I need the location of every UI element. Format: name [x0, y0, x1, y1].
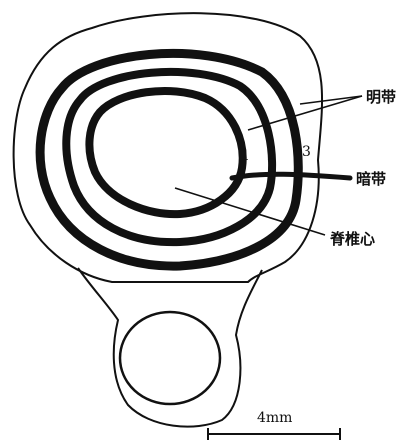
ring-number-2: 2 — [267, 148, 276, 164]
light-band-pointer-2 — [300, 96, 362, 104]
dark-band-label: 暗带 — [356, 170, 386, 188]
neural-canal — [120, 312, 220, 404]
scale-bar-label: 4mm — [257, 410, 292, 426]
vertebral-center-label: 脊椎心 — [329, 230, 375, 248]
ring-number-3: 3 — [302, 144, 311, 160]
light-band-label: 明带 — [366, 88, 396, 106]
dark-band-pointer — [232, 174, 350, 178]
ring-number-1: 1 — [241, 148, 250, 164]
dark-band-ring-3 — [40, 53, 298, 266]
dark-band-ring-1 — [89, 91, 242, 214]
